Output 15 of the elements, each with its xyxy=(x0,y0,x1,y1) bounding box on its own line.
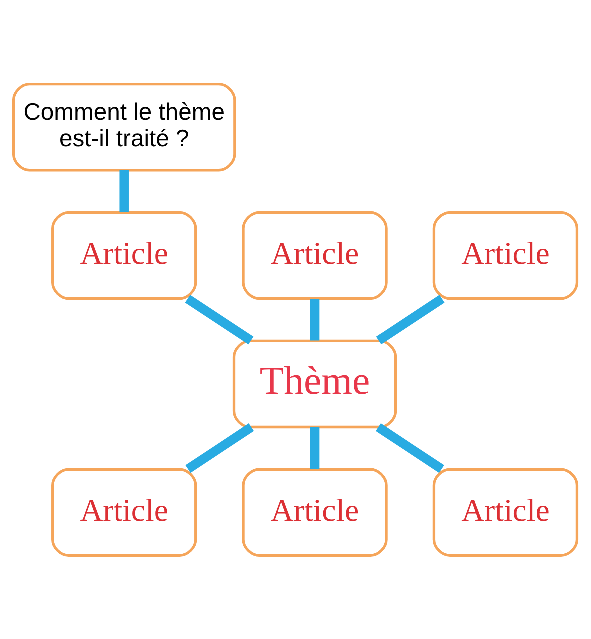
connector xyxy=(185,294,254,344)
node-box: Article xyxy=(432,210,579,300)
node-box: Article xyxy=(242,468,388,557)
connector xyxy=(186,423,254,473)
connector xyxy=(310,426,320,469)
node-box: Article xyxy=(242,210,388,300)
connector xyxy=(310,298,320,340)
connector xyxy=(376,423,444,473)
node-box: Article xyxy=(52,210,198,300)
node-box: Comment le thème est-il traité ? xyxy=(12,82,236,172)
node-box: Article xyxy=(52,468,198,557)
connector xyxy=(376,294,445,344)
node-box: Article xyxy=(432,468,579,557)
connector xyxy=(120,170,129,212)
node-box: Thème xyxy=(232,339,398,428)
